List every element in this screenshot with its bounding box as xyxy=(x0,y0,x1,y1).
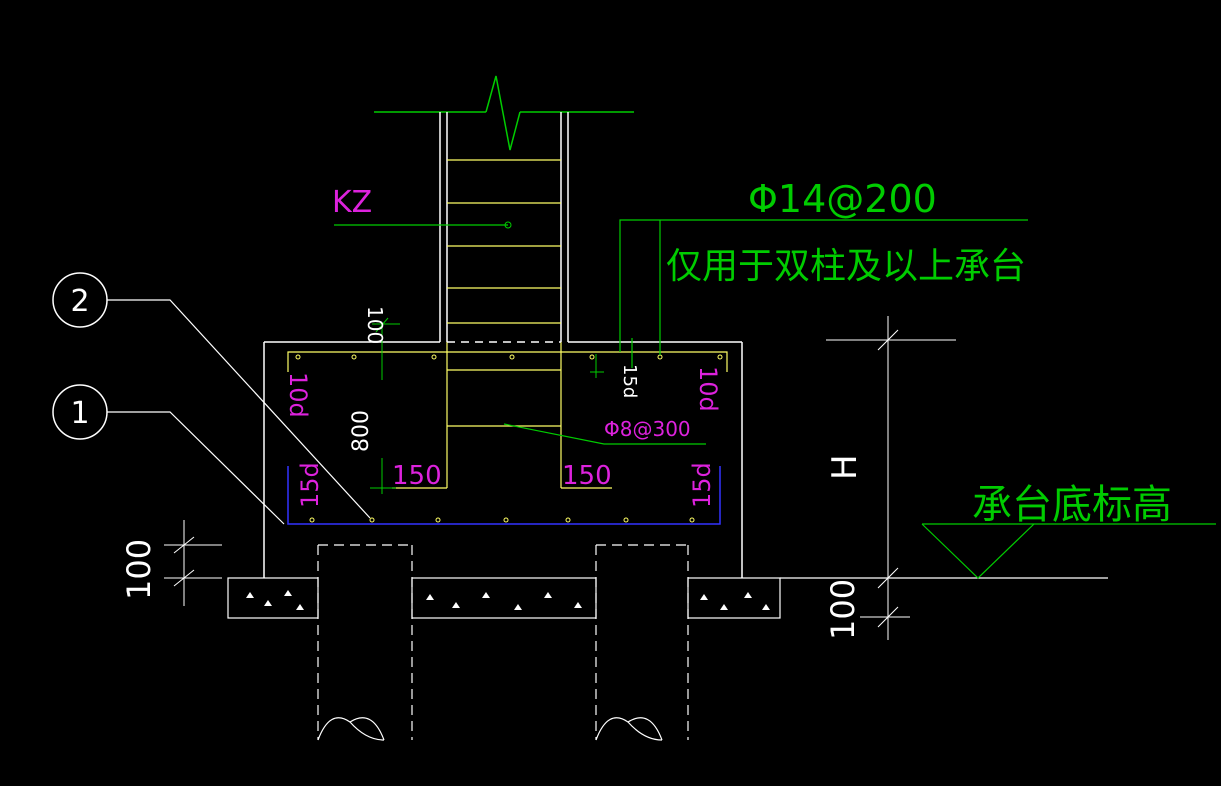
piles xyxy=(317,544,689,741)
dim-10d-right-label: 10d xyxy=(694,366,722,412)
dim-150-left xyxy=(370,458,396,494)
top-rebar-label: Φ14@200 xyxy=(748,177,937,221)
dim-800-label: 800 xyxy=(349,410,374,452)
dim-100-left-label: 100 xyxy=(120,539,158,600)
callout-1: 1 xyxy=(52,384,285,525)
callout-2: 2 xyxy=(52,272,371,519)
elevation-triangle-icon xyxy=(921,523,1035,579)
dim-15d-right-label: 15d xyxy=(688,462,716,508)
dim-100-left xyxy=(164,520,222,606)
dim-15d-left-label: 15d xyxy=(296,462,324,508)
dim-h-label: H xyxy=(825,454,865,480)
callout-1-label: 1 xyxy=(70,396,89,431)
kz-label: KZ xyxy=(332,185,372,220)
stirrup-label: Φ8@300 xyxy=(604,417,691,441)
dim-h-right xyxy=(826,316,956,640)
dim-15d-small xyxy=(590,354,604,378)
dim-15d-small-label: 15d xyxy=(619,364,640,398)
callout-2-label: 2 xyxy=(70,284,89,319)
dim-100-right-label: 100 xyxy=(824,579,862,640)
bottom-rebar xyxy=(287,466,721,525)
dim-10d-left-label: 10d xyxy=(284,372,312,418)
pile-cap xyxy=(263,341,743,578)
elevation-marker xyxy=(780,523,1216,579)
dim-100-top-label: 100 xyxy=(363,306,387,344)
note-label: 仅用于双柱及以上承台 xyxy=(666,246,1026,287)
kz-leader-dot xyxy=(504,221,512,229)
dim-150-left-label: 150 xyxy=(392,461,442,491)
dim-100-top xyxy=(372,317,400,380)
stirrup-leader xyxy=(503,423,706,445)
dim-150-right-label: 150 xyxy=(562,461,612,491)
column xyxy=(374,75,634,489)
top-rebar xyxy=(287,351,728,372)
top-rebar-leader xyxy=(619,219,1028,368)
break-line-icon xyxy=(485,75,521,151)
bottom-elev-label: 承台底标高 xyxy=(972,482,1172,528)
